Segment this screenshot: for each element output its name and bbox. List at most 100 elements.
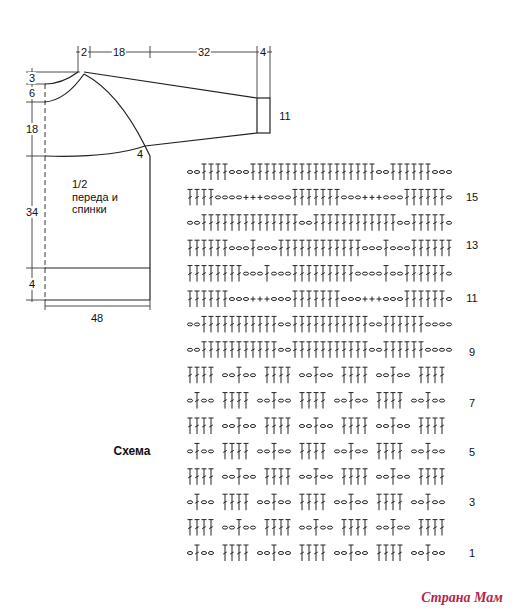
stitch-symbol (187, 552, 192, 555)
stitch-symbol (391, 520, 396, 536)
stitch-symbol (363, 215, 368, 231)
stitch-symbol (349, 342, 354, 358)
stitch-symbol (335, 342, 340, 358)
stitch-symbol (202, 164, 207, 180)
stitch-symbol (419, 520, 424, 536)
stitch-symbol (230, 443, 235, 459)
stitch-symbol (412, 164, 417, 180)
stitch-symbol (349, 443, 354, 459)
stitch-symbol (397, 374, 402, 377)
stitch-symbol (306, 425, 311, 428)
stitch-symbol (187, 171, 192, 174)
stitch-symbol (341, 450, 346, 453)
stitch-symbol (321, 494, 326, 510)
stitch-symbol (237, 418, 242, 434)
stitch-symbol (257, 399, 262, 402)
stitch-symbol (195, 393, 200, 409)
stitch-symbol (377, 195, 382, 200)
stitch-symbol (279, 367, 284, 383)
stitch-symbol (314, 342, 319, 358)
stitch-symbol (405, 342, 410, 358)
stitch-symbol (195, 367, 200, 383)
row-number: 13 (466, 239, 478, 251)
stitch-symbol (411, 552, 416, 555)
stitch-symbol (342, 164, 347, 180)
stitch-symbol (426, 469, 431, 485)
stitch-symbol (363, 469, 368, 485)
row-number: 5 (469, 446, 475, 458)
stitch-symbol (272, 520, 277, 536)
stitch-symbol (244, 545, 249, 561)
stitch-symbol (237, 545, 242, 561)
stitch-symbol (383, 374, 388, 377)
stitch-symbol (215, 196, 220, 199)
stitch-symbol (404, 526, 409, 529)
stitch-symbol (335, 189, 340, 205)
stitch-symbol (286, 367, 291, 383)
stitch-symbol (335, 291, 340, 307)
stitch-symbol (426, 266, 431, 282)
stitch-symbol (278, 272, 283, 275)
stitch-symbol (230, 316, 235, 332)
stitch-symbol (384, 316, 389, 332)
stitch-symbol (223, 215, 228, 231)
stitch-symbol (293, 291, 298, 307)
stitch-symbol (363, 195, 368, 200)
dimension: 18 (112, 46, 126, 58)
stitch-symbol (328, 316, 333, 332)
stitch-symbol (425, 348, 430, 351)
stitch-symbol (433, 215, 438, 231)
stitch-symbol (342, 520, 347, 536)
stitch-symbol (405, 316, 410, 332)
dimension: 18 (25, 123, 39, 135)
stitch-symbol (265, 520, 270, 536)
stitch-symbol (251, 195, 256, 200)
stitch-symbol (265, 316, 270, 332)
stitch-symbol (278, 323, 283, 326)
stitch-symbol (369, 348, 374, 351)
stitch-symbol (195, 291, 200, 307)
stitch-symbol (314, 520, 319, 536)
stitch-symbol (397, 272, 402, 275)
stitch-symbol (299, 221, 304, 224)
stitch-symbol (195, 545, 200, 561)
stitch-symbol (244, 393, 249, 409)
stitch-symbol (216, 164, 221, 180)
stitch-symbol (432, 399, 437, 402)
stitch-symbol (265, 164, 270, 180)
stitch-symbol (440, 367, 445, 383)
stitch-symbol (257, 450, 262, 453)
stitch-symbol (299, 475, 304, 478)
stitch-symbol (349, 215, 354, 231)
stitch-symbol (272, 545, 277, 561)
stitch-symbol (341, 298, 346, 301)
stitch-symbol (349, 164, 354, 180)
stitch-symbol (187, 323, 192, 326)
stitch-symbol (334, 501, 339, 504)
stitch-symbol (398, 316, 403, 332)
stitch-symbol (321, 189, 326, 205)
stitch-symbol (314, 367, 319, 383)
stitch-symbol (230, 342, 235, 358)
stitch-symbol (404, 425, 409, 428)
stitch-symbol (349, 469, 354, 485)
stitch-symbol (243, 247, 248, 250)
stitch-symbol (209, 316, 214, 332)
stitch-symbol (223, 342, 228, 358)
stitch-symbol (418, 450, 423, 453)
stitch-symbol (397, 526, 402, 529)
stitch-symbol (300, 164, 305, 180)
stitch-symbol (202, 266, 207, 282)
stitch-symbol (404, 247, 409, 250)
stitch-symbol (440, 520, 445, 536)
stitch-symbol (278, 399, 283, 402)
stitch-symbol (251, 164, 256, 180)
stitch-symbol (369, 247, 374, 250)
stitch-symbol (370, 195, 375, 200)
stitch-symbol (285, 323, 290, 326)
stitch-symbol (243, 425, 248, 428)
stitch-symbol (265, 342, 270, 358)
stitch-symbol (419, 240, 424, 256)
stitch-symbol (229, 298, 234, 301)
stitch-symbol (209, 266, 214, 282)
